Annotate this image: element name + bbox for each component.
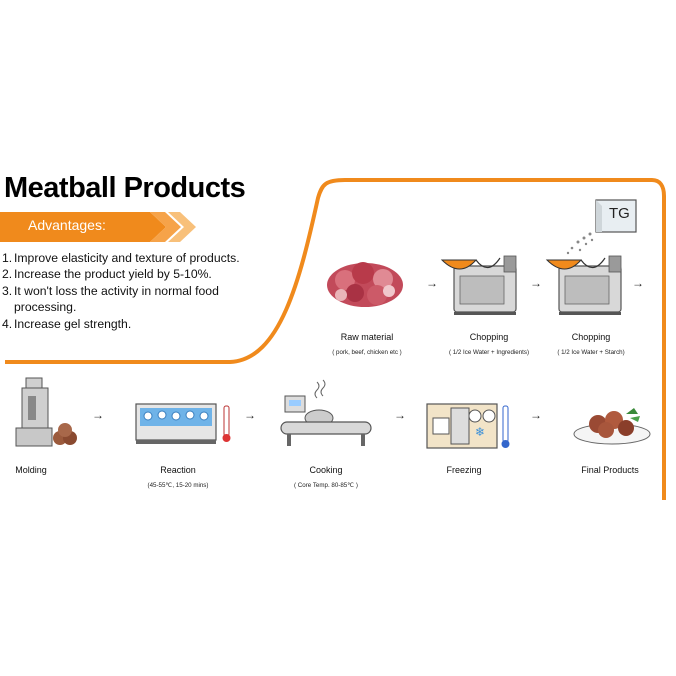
arrow-right-icon: → bbox=[92, 408, 104, 422]
step-label: Molding bbox=[15, 465, 47, 475]
step-label: Chopping bbox=[469, 332, 509, 342]
step-note: ( pork, beef, chicken etc ) bbox=[332, 349, 402, 356]
list-item: 4.Increase gel strength. bbox=[2, 316, 132, 331]
step-label: Reaction bbox=[160, 465, 196, 475]
step-note: ( 1/2 Ice Water + Ingredients) bbox=[448, 349, 530, 356]
advantages-list: 1.Improve elasticity and texture of prod… bbox=[0, 250, 300, 332]
step-label: Cooking bbox=[309, 465, 343, 475]
tg-packet-icon bbox=[566, 199, 637, 255]
arrow-right-icon: → bbox=[394, 408, 406, 422]
arrow-right-icon: → bbox=[632, 276, 644, 290]
bowl-chopper-icon bbox=[545, 255, 622, 315]
tg-label: TG bbox=[609, 205, 630, 222]
bowl-chopper-icon bbox=[440, 255, 517, 315]
step-note: ( 1/2 Ice Water + Starch) bbox=[557, 349, 625, 356]
svg-text:❄: ❄ bbox=[475, 425, 485, 439]
molding-machine-icon bbox=[15, 377, 77, 447]
advantages-ribbon bbox=[0, 212, 196, 242]
arrow-right-icon: → bbox=[530, 276, 542, 290]
list-item: 2.Increase the product yield by 5-10%. bbox=[2, 267, 212, 282]
list-item: 3.It won't loss the activity in normal f… bbox=[2, 283, 219, 315]
raw-meat-icon bbox=[327, 262, 403, 307]
freezer-icon: ❄ bbox=[426, 403, 510, 449]
meatball-plate-icon bbox=[573, 408, 651, 445]
advantages-heading: Advantages: bbox=[28, 217, 106, 233]
cooking-machine-icon bbox=[280, 379, 372, 446]
arrow-right-icon: → bbox=[426, 276, 438, 290]
arrow-right-icon: → bbox=[530, 408, 542, 422]
step-label: Raw material bbox=[340, 332, 394, 342]
step-label: Final Products bbox=[581, 465, 639, 475]
list-item: 1.Improve elasticity and texture of prod… bbox=[2, 251, 240, 265]
page-title: Meatball Products bbox=[4, 172, 246, 204]
step-note: ( Core Temp. 80-85℃ ) bbox=[294, 482, 358, 489]
reaction-tank-icon bbox=[135, 403, 231, 444]
step-label: Freezing bbox=[446, 465, 482, 475]
arrow-right-icon: → bbox=[244, 408, 256, 422]
step-label: Chopping bbox=[571, 332, 611, 342]
step-note: (45-55℃, 15-20 mins) bbox=[147, 482, 209, 489]
